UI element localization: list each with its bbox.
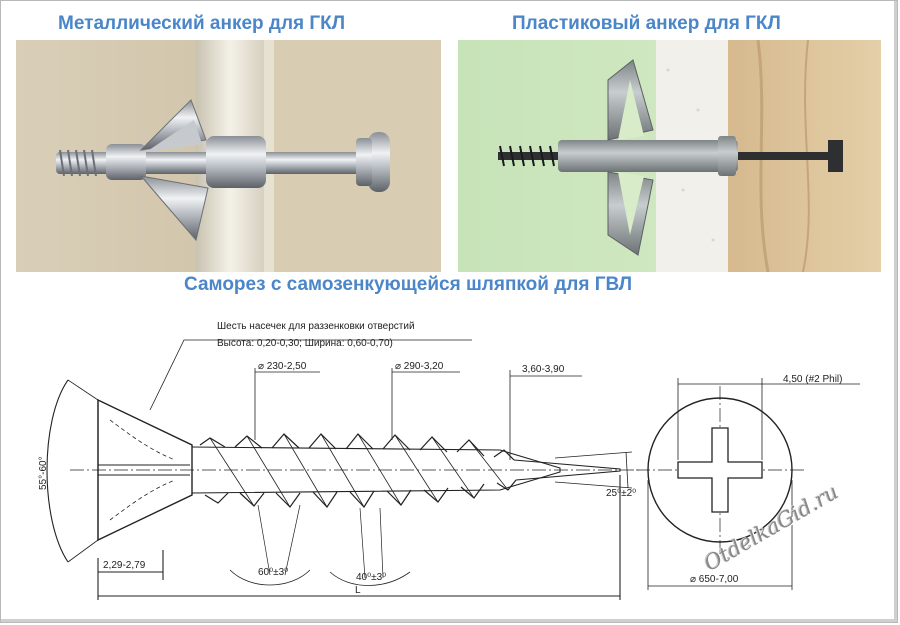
dim-phil: 4,50 (#2 Phil) bbox=[783, 374, 842, 385]
title-plastic-anchor: Пластиковый анкер для ГКЛ bbox=[512, 13, 781, 34]
dim-thread-outer: ⌀ 230-2,50 bbox=[258, 361, 307, 372]
dim-tip-angle: 25⁰±2⁰ bbox=[606, 488, 636, 499]
dim-thread-inner: ⌀ 290-3,20 bbox=[395, 361, 444, 372]
dim-pitch-angle2: 40⁰±3⁰ bbox=[356, 572, 386, 583]
screw-technical-drawing: Шесть насечек для раззенковки отверстий … bbox=[38, 321, 860, 600]
title-metal-anchor: Металлический анкер для ГКЛ bbox=[58, 13, 346, 34]
dim-head-angle: 55°-60° bbox=[38, 456, 49, 490]
dim-pitch-angle1: 60⁰±3⁰ bbox=[258, 567, 288, 578]
plastic-anchor-photo bbox=[458, 40, 881, 272]
title-screw: Саморез с самозенкующейся шляпкой для ГВ… bbox=[184, 274, 633, 295]
note-line2: Высота: 0,20-0,30; Ширина: 0,60-0,70) bbox=[217, 338, 393, 349]
note-line1: Шесть насечек для раззенковки отверстий bbox=[217, 321, 415, 332]
dim-head-dia: ⌀ 650-7,00 bbox=[690, 574, 739, 585]
dim-tip: 3,60-3,90 bbox=[522, 364, 565, 375]
metal-anchor-photo bbox=[16, 40, 441, 272]
dim-head-height: 2,29-2,79 bbox=[103, 560, 146, 571]
dim-length: L bbox=[355, 585, 361, 596]
